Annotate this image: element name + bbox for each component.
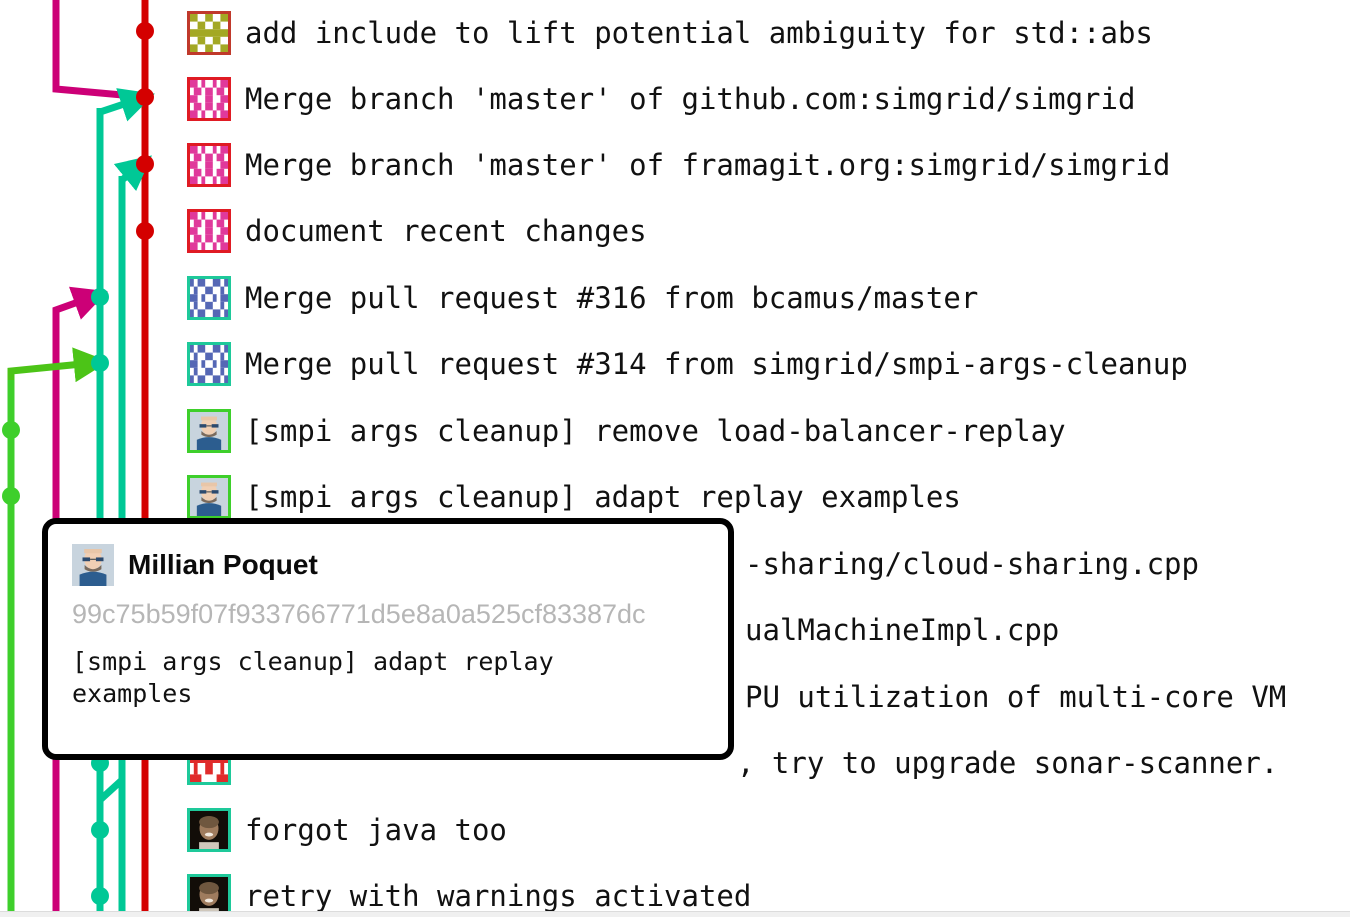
commit-subject[interactable]: add include to lift potential ambiguity … bbox=[245, 15, 1153, 50]
avatar bbox=[187, 11, 231, 55]
commit-row[interactable]: forgot java too bbox=[0, 797, 1350, 863]
tooltip-avatar bbox=[72, 544, 114, 586]
commit-subject[interactable]: Merge pull request #314 from simgrid/smp… bbox=[245, 346, 1188, 381]
photo-avatar-icon bbox=[190, 811, 228, 849]
commit-subject[interactable]: ualMachineImpl.cpp bbox=[745, 612, 1060, 647]
tooltip-commit-message: [smpi args cleanup] adapt replay example… bbox=[72, 647, 554, 708]
commit-subject[interactable]: Merge branch 'master' of framagit.org:si… bbox=[245, 147, 1171, 182]
commit-subject[interactable]: retry with warnings activated bbox=[245, 878, 752, 913]
commit-row[interactable]: add include to lift potential ambiguity … bbox=[0, 0, 1350, 66]
commit-row[interactable]: retry with warnings activated bbox=[0, 863, 1350, 917]
tooltip-author-name: Millian Poquet bbox=[128, 549, 318, 580]
commit-tooltip: Millian Poquet 99c75b59f07f933766771d5e8… bbox=[42, 518, 734, 760]
commit-row[interactable]: document recent changes bbox=[0, 198, 1350, 264]
horizontal-scrollbar[interactable] bbox=[0, 911, 1350, 917]
commit-row[interactable]: [smpi args cleanup] remove load-balancer… bbox=[0, 398, 1350, 464]
identicon-icon bbox=[190, 80, 228, 118]
identicon-icon bbox=[190, 212, 228, 250]
identicon-icon bbox=[190, 345, 228, 383]
avatar bbox=[187, 808, 231, 852]
cartoon-avatar-icon bbox=[190, 478, 228, 516]
commit-row[interactable]: Merge pull request #314 from simgrid/smp… bbox=[0, 331, 1350, 397]
commit-row[interactable]: PU utilization of multi-core VM bbox=[0, 664, 1350, 730]
commit-subject[interactable]: document recent changes bbox=[245, 213, 647, 248]
avatar bbox=[187, 77, 231, 121]
avatar bbox=[187, 874, 231, 917]
commit-subject[interactable]: Merge pull request #316 from bcamus/mast… bbox=[245, 280, 979, 315]
identicon-icon bbox=[190, 146, 228, 184]
commit-row[interactable]: Merge branch 'master' of framagit.org:si… bbox=[0, 132, 1350, 198]
commit-subject[interactable]: PU utilization of multi-core VM bbox=[745, 679, 1287, 714]
avatar bbox=[187, 475, 231, 519]
commit-subject[interactable]: -sharing/cloud-sharing.cpp bbox=[745, 546, 1199, 581]
commit-subject[interactable]: [smpi args cleanup] adapt replay example… bbox=[245, 479, 961, 514]
tooltip-commit-hash: 99c75b59f07f933766771d5e8a0a525cf83387dc bbox=[72, 599, 646, 629]
cartoon-avatar-icon bbox=[72, 544, 114, 586]
commit-row[interactable]: Merge branch 'master' of github.com:simg… bbox=[0, 66, 1350, 132]
avatar bbox=[187, 409, 231, 453]
avatar bbox=[187, 342, 231, 386]
commit-subject[interactable]: Merge branch 'master' of github.com:simg… bbox=[245, 81, 1136, 116]
avatar bbox=[187, 276, 231, 320]
commit-row[interactable]: ualMachineImpl.cpp bbox=[0, 597, 1350, 663]
avatar bbox=[187, 209, 231, 253]
commit-subject[interactable]: , try to upgrade sonar-scanner. bbox=[737, 745, 1279, 780]
cartoon-avatar-icon bbox=[190, 412, 228, 450]
identicon-icon bbox=[190, 14, 228, 52]
commit-subject[interactable]: forgot java too bbox=[245, 812, 507, 847]
identicon-icon bbox=[190, 279, 228, 317]
commit-row[interactable]: [smpi args cleanup] adapt replay example… bbox=[0, 464, 1350, 530]
photo-avatar-icon bbox=[190, 877, 228, 915]
avatar bbox=[187, 143, 231, 187]
tooltip-header: Millian Poquet bbox=[72, 542, 704, 588]
commit-row[interactable]: Merge pull request #316 from bcamus/mast… bbox=[0, 265, 1350, 331]
commit-row[interactable]: -sharing/cloud-sharing.cpp bbox=[0, 531, 1350, 597]
commit-subject[interactable]: [smpi args cleanup] remove load-balancer… bbox=[245, 413, 1066, 448]
